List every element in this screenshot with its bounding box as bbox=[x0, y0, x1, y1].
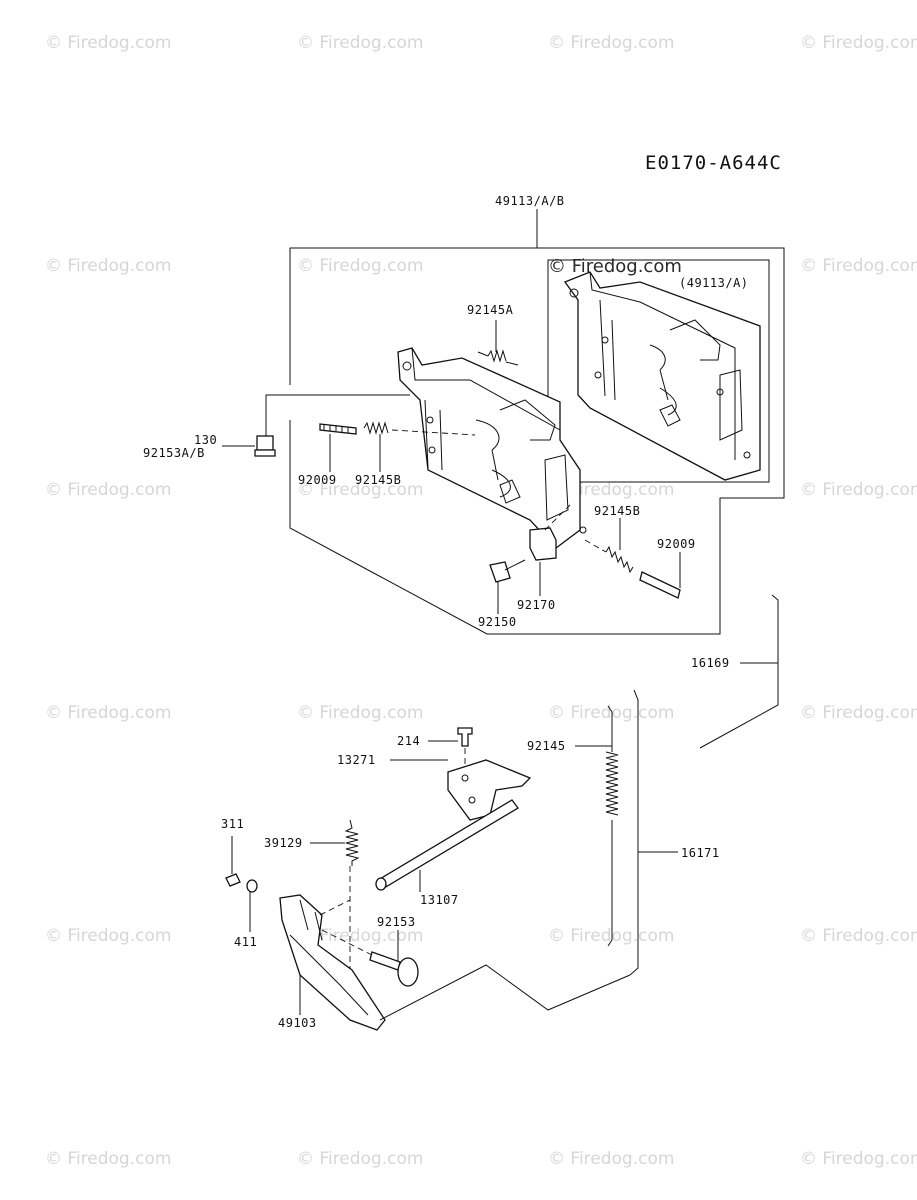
watermark: © Firedog.com bbox=[800, 926, 917, 946]
watermark: © Firedog.com bbox=[548, 33, 675, 53]
watermark: © Firedog.com bbox=[800, 703, 917, 723]
bolt-130 bbox=[254, 435, 276, 457]
label-49103: 49103 bbox=[278, 1016, 317, 1030]
watermark: © Firedog.com bbox=[548, 1149, 675, 1169]
label-214: 214 bbox=[397, 734, 420, 748]
label-16171: 16171 bbox=[681, 846, 720, 860]
label-92009-right: 92009 bbox=[657, 537, 696, 551]
inset-watermark: © Firedog.com bbox=[548, 256, 682, 277]
inset-outline bbox=[547, 259, 770, 483]
watermark: © Firedog.com bbox=[297, 1149, 424, 1169]
watermark: © Firedog.com bbox=[548, 703, 675, 723]
label-92145: 92145 bbox=[527, 739, 566, 753]
label-92009-left: 92009 bbox=[298, 473, 337, 487]
watermark: © Firedog.com bbox=[297, 256, 424, 276]
watermark: © Firedog.com bbox=[297, 33, 424, 53]
bolt-92009-right bbox=[639, 571, 681, 599]
spring-92145b-left bbox=[363, 421, 389, 435]
watermark: © Firedog.com bbox=[45, 926, 172, 946]
plate-13271 bbox=[447, 759, 532, 821]
shaft-13107 bbox=[377, 799, 519, 889]
watermark: © Firedog.com bbox=[45, 33, 172, 53]
label-92150: 92150 bbox=[478, 615, 517, 629]
label-92153a-b: 92153A/B bbox=[143, 446, 205, 460]
rod-16171 bbox=[629, 689, 639, 976]
control-bracket-inset bbox=[563, 271, 761, 481]
bolt-92150 bbox=[489, 561, 511, 583]
label-92145a: 92145A bbox=[467, 303, 514, 317]
bolt-92153 bbox=[369, 951, 401, 971]
spring-39129 bbox=[344, 819, 360, 866]
control-bracket-main bbox=[397, 347, 587, 549]
screw-214 bbox=[457, 727, 473, 747]
rod-linkage bbox=[379, 964, 631, 1021]
label-92145b-left: 92145B bbox=[355, 473, 401, 487]
label-16169: 16169 bbox=[691, 656, 730, 670]
label-13107: 13107 bbox=[420, 893, 459, 907]
label-49113-a-b: 49113/A/B bbox=[495, 194, 565, 208]
label-311: 311 bbox=[221, 817, 244, 831]
bolt-92009-left bbox=[319, 423, 357, 435]
label-92170: 92170 bbox=[517, 598, 556, 612]
watermark: © Firedog.com bbox=[800, 1149, 917, 1169]
label-92153: 92153 bbox=[377, 915, 416, 929]
watermark: © Firedog.com bbox=[800, 33, 917, 53]
rod-16169 bbox=[699, 594, 779, 749]
watermark: © Firedog.com bbox=[45, 1149, 172, 1169]
spring-92145a bbox=[477, 349, 519, 366]
label-49113-a: (49113/A) bbox=[679, 276, 749, 290]
watermark: © Firedog.com bbox=[45, 480, 172, 500]
watermark: © Firedog.com bbox=[800, 480, 917, 500]
label-411: 411 bbox=[234, 935, 257, 949]
nut-311 bbox=[225, 873, 241, 887]
watermark: © Firedog.com bbox=[297, 926, 424, 946]
watermark: © Firedog.com bbox=[45, 256, 172, 276]
label-39129: 39129 bbox=[264, 836, 303, 850]
label-92145b-right: 92145B bbox=[594, 504, 640, 518]
spring-92145 bbox=[607, 705, 613, 752]
washer-411 bbox=[246, 879, 258, 893]
label-130: 130 bbox=[194, 433, 217, 447]
watermark: © Firedog.com bbox=[45, 703, 172, 723]
assembly-outline bbox=[289, 247, 785, 635]
watermark: © Firedog.com bbox=[297, 480, 424, 500]
diagram-code: E0170-A644C bbox=[645, 152, 782, 174]
watermark: © Firedog.com bbox=[548, 926, 675, 946]
watermark: © Firedog.com bbox=[800, 256, 917, 276]
lever-49103 bbox=[279, 894, 386, 1031]
watermark: © Firedog.com bbox=[297, 703, 424, 723]
label-13271: 13271 bbox=[337, 753, 376, 767]
spring-92145b-right bbox=[605, 545, 634, 574]
clip-92170 bbox=[529, 527, 557, 561]
